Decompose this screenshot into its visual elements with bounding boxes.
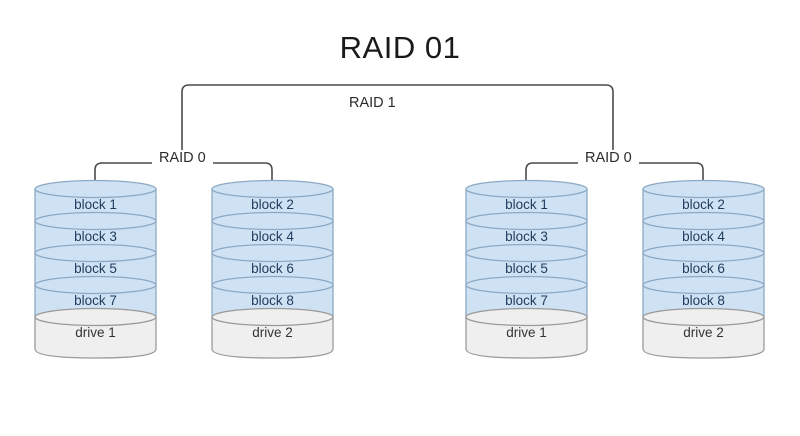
drive-base: drive 1 [464,307,589,359]
page-title: RAID 01 [339,30,461,65]
cylinder-shape [34,307,157,359]
raid0-right-label: RAID 0 [578,150,639,166]
cylinder-shape [211,307,334,359]
drive-base: drive 2 [641,307,766,359]
drive-base: drive 2 [210,307,335,359]
cylinder-shape [642,307,765,359]
raid1-label: RAID 1 [342,95,403,111]
drive-base: drive 1 [33,307,158,359]
raid0-left-label: RAID 0 [152,150,213,166]
cylinder-shape [465,307,588,359]
